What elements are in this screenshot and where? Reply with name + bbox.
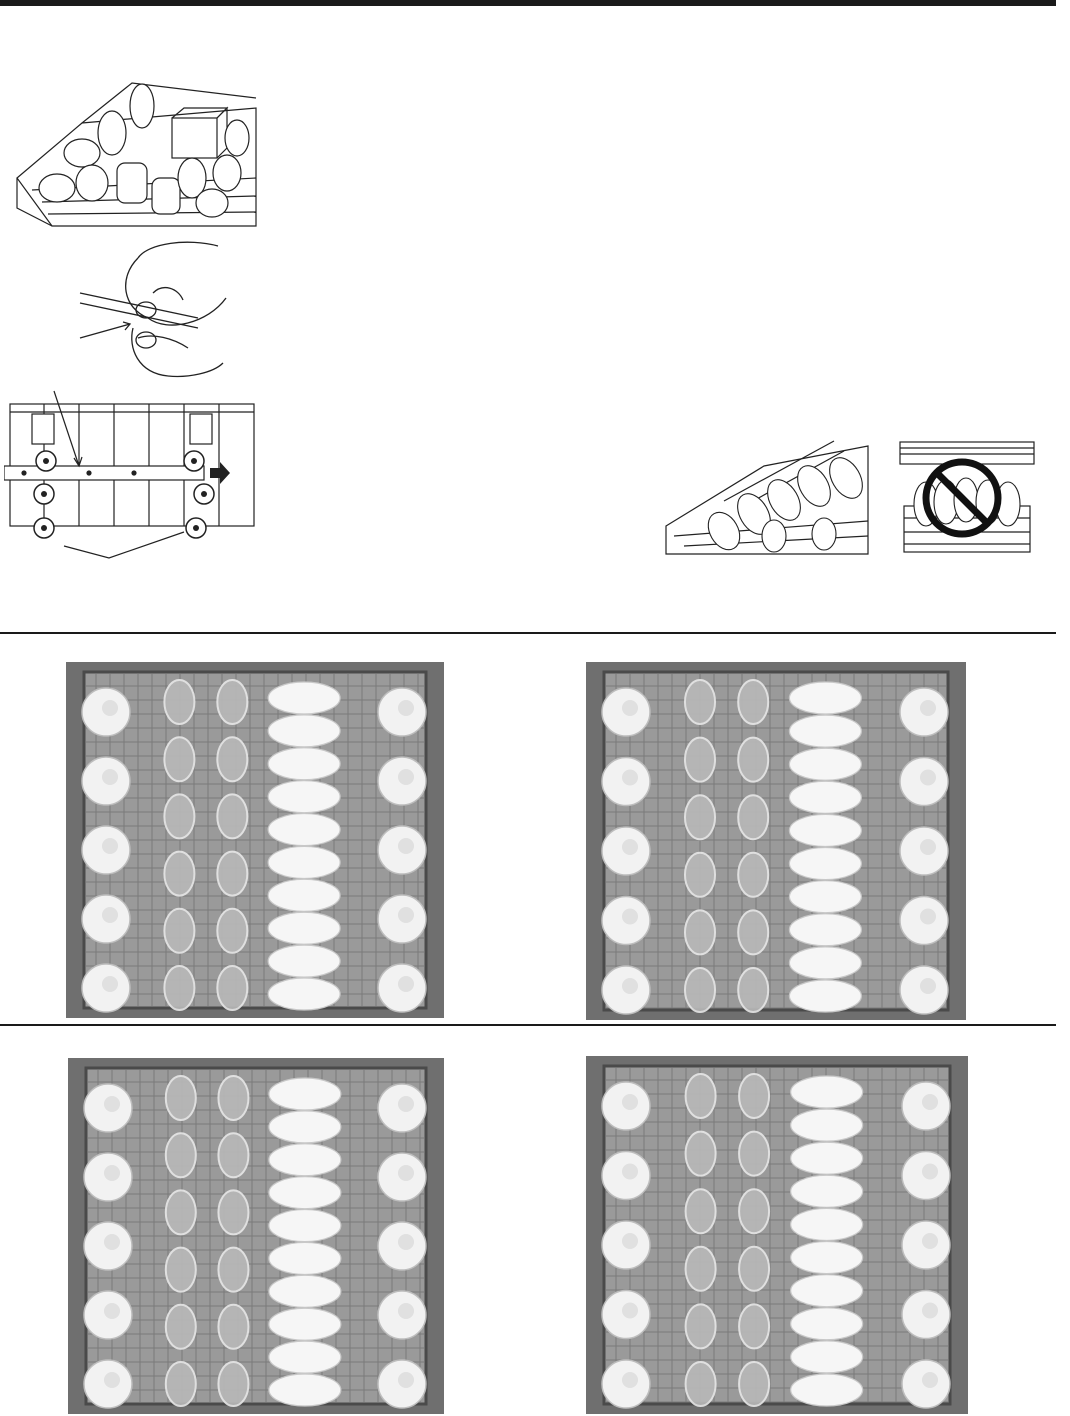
hand-adjusting-rack-illustration bbox=[78, 238, 228, 383]
top-rule bbox=[0, 0, 1056, 6]
upper-rack-photo-3 bbox=[68, 1058, 444, 1414]
section-divider-1 bbox=[0, 632, 1056, 634]
upper-rack-photo-4 bbox=[586, 1056, 968, 1414]
upper-rack-loaded-illustration bbox=[12, 78, 258, 228]
incorrect-loading-illustration bbox=[896, 436, 1038, 556]
tilted-plate-loading-illustration bbox=[664, 436, 870, 556]
section-divider-2 bbox=[0, 1024, 1056, 1026]
upper-rack-photo-2 bbox=[586, 662, 966, 1020]
rack-height-rails-illustration bbox=[4, 386, 260, 566]
upper-rack-photo-1 bbox=[66, 662, 444, 1018]
